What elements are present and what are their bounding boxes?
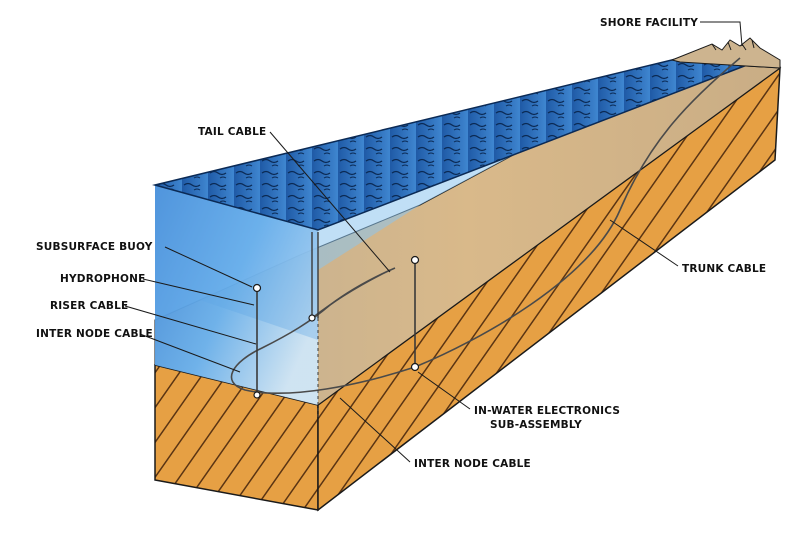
label-in-water-electronics-1: IN-WATER ELECTRONICS	[474, 405, 620, 417]
tail-cable	[311, 269, 391, 319]
label-riser-cable: RISER CABLE	[50, 300, 128, 312]
label-inter-node-cable-left: INTER NODE CABLE	[36, 328, 153, 340]
label-inter-node-cable-bottom: INTER NODE CABLE	[414, 458, 531, 470]
node-left	[253, 391, 261, 399]
water-front-face	[155, 185, 318, 405]
label-shore-facility: SHORE FACILITY	[600, 17, 698, 29]
node-center	[308, 314, 316, 322]
hydrophone-buoy-right	[410, 255, 420, 265]
hydrophone-buoy-left	[252, 283, 262, 293]
label-trunk-cable: TRUNK CABLE	[682, 263, 766, 275]
label-in-water-electronics-2: SUB-ASSEMBLY	[490, 419, 582, 431]
water-column	[155, 185, 318, 340]
label-subsurface-buoy: SUBSURFACE BUOY	[36, 241, 153, 253]
in-water-electronics-node	[410, 362, 420, 372]
label-hydrophone: HYDROPHONE	[60, 273, 146, 285]
leader-lines	[124, 21, 743, 463]
label-tail-cable: TAIL CABLE	[198, 126, 266, 138]
trunk-cable	[414, 57, 741, 368]
